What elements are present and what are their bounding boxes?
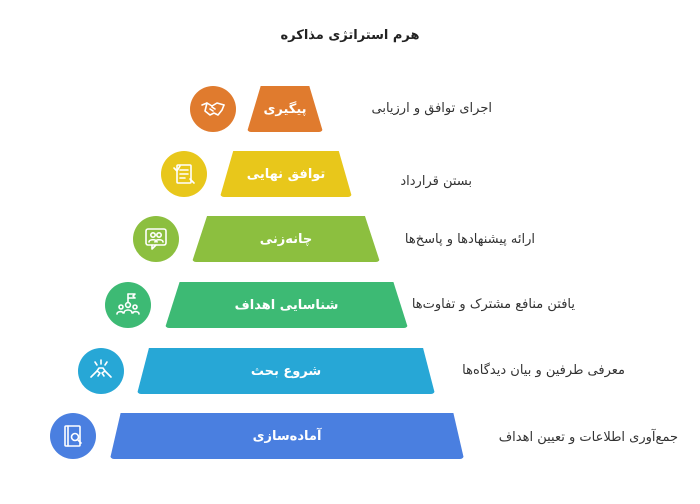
- signed-contract-icon: [161, 151, 207, 197]
- diagram-title: هرم استراتژی مذاکره: [280, 28, 420, 43]
- research-book-icon: [50, 413, 96, 459]
- team-goal-icon: [105, 282, 151, 328]
- level-description: جمع‌آوری اطلاعات و تعیین اهداف: [498, 430, 678, 445]
- level-description: ارائه پیشنهادها و پاسخ‌ها: [404, 232, 535, 247]
- level-label: آماده‌سازی: [252, 428, 322, 444]
- level-label: پیگیری: [263, 101, 307, 117]
- pyramid-block: توافق نهایی: [220, 151, 352, 197]
- level-description: اجرای توافق و ارزیابی: [371, 101, 493, 116]
- level-description: یافتن منافع مشترک و تفاوت‌ها: [411, 297, 575, 312]
- pyramid-block: شناسایی اهداف: [165, 282, 408, 328]
- pyramid-block: چانه‌زنی: [192, 216, 380, 262]
- level-label: شناسایی اهداف: [234, 297, 339, 313]
- pyramid-block: پیگیری: [247, 86, 323, 132]
- level-description: معرفی طرفین و بیان دیدگاه‌ها: [462, 363, 625, 378]
- fist-bump-icon: [78, 348, 124, 394]
- level-label: چانه‌زنی: [259, 231, 313, 247]
- level-description: بستن قرارداد: [400, 174, 472, 189]
- pyramid-block: آماده‌سازی: [110, 413, 464, 459]
- pyramid-block: شروع بحث: [137, 348, 435, 394]
- conversation-icon: [133, 216, 179, 262]
- handshake-icon: [190, 86, 236, 132]
- level-label: شروع بحث: [250, 363, 322, 379]
- level-label: توافق نهایی: [246, 166, 326, 182]
